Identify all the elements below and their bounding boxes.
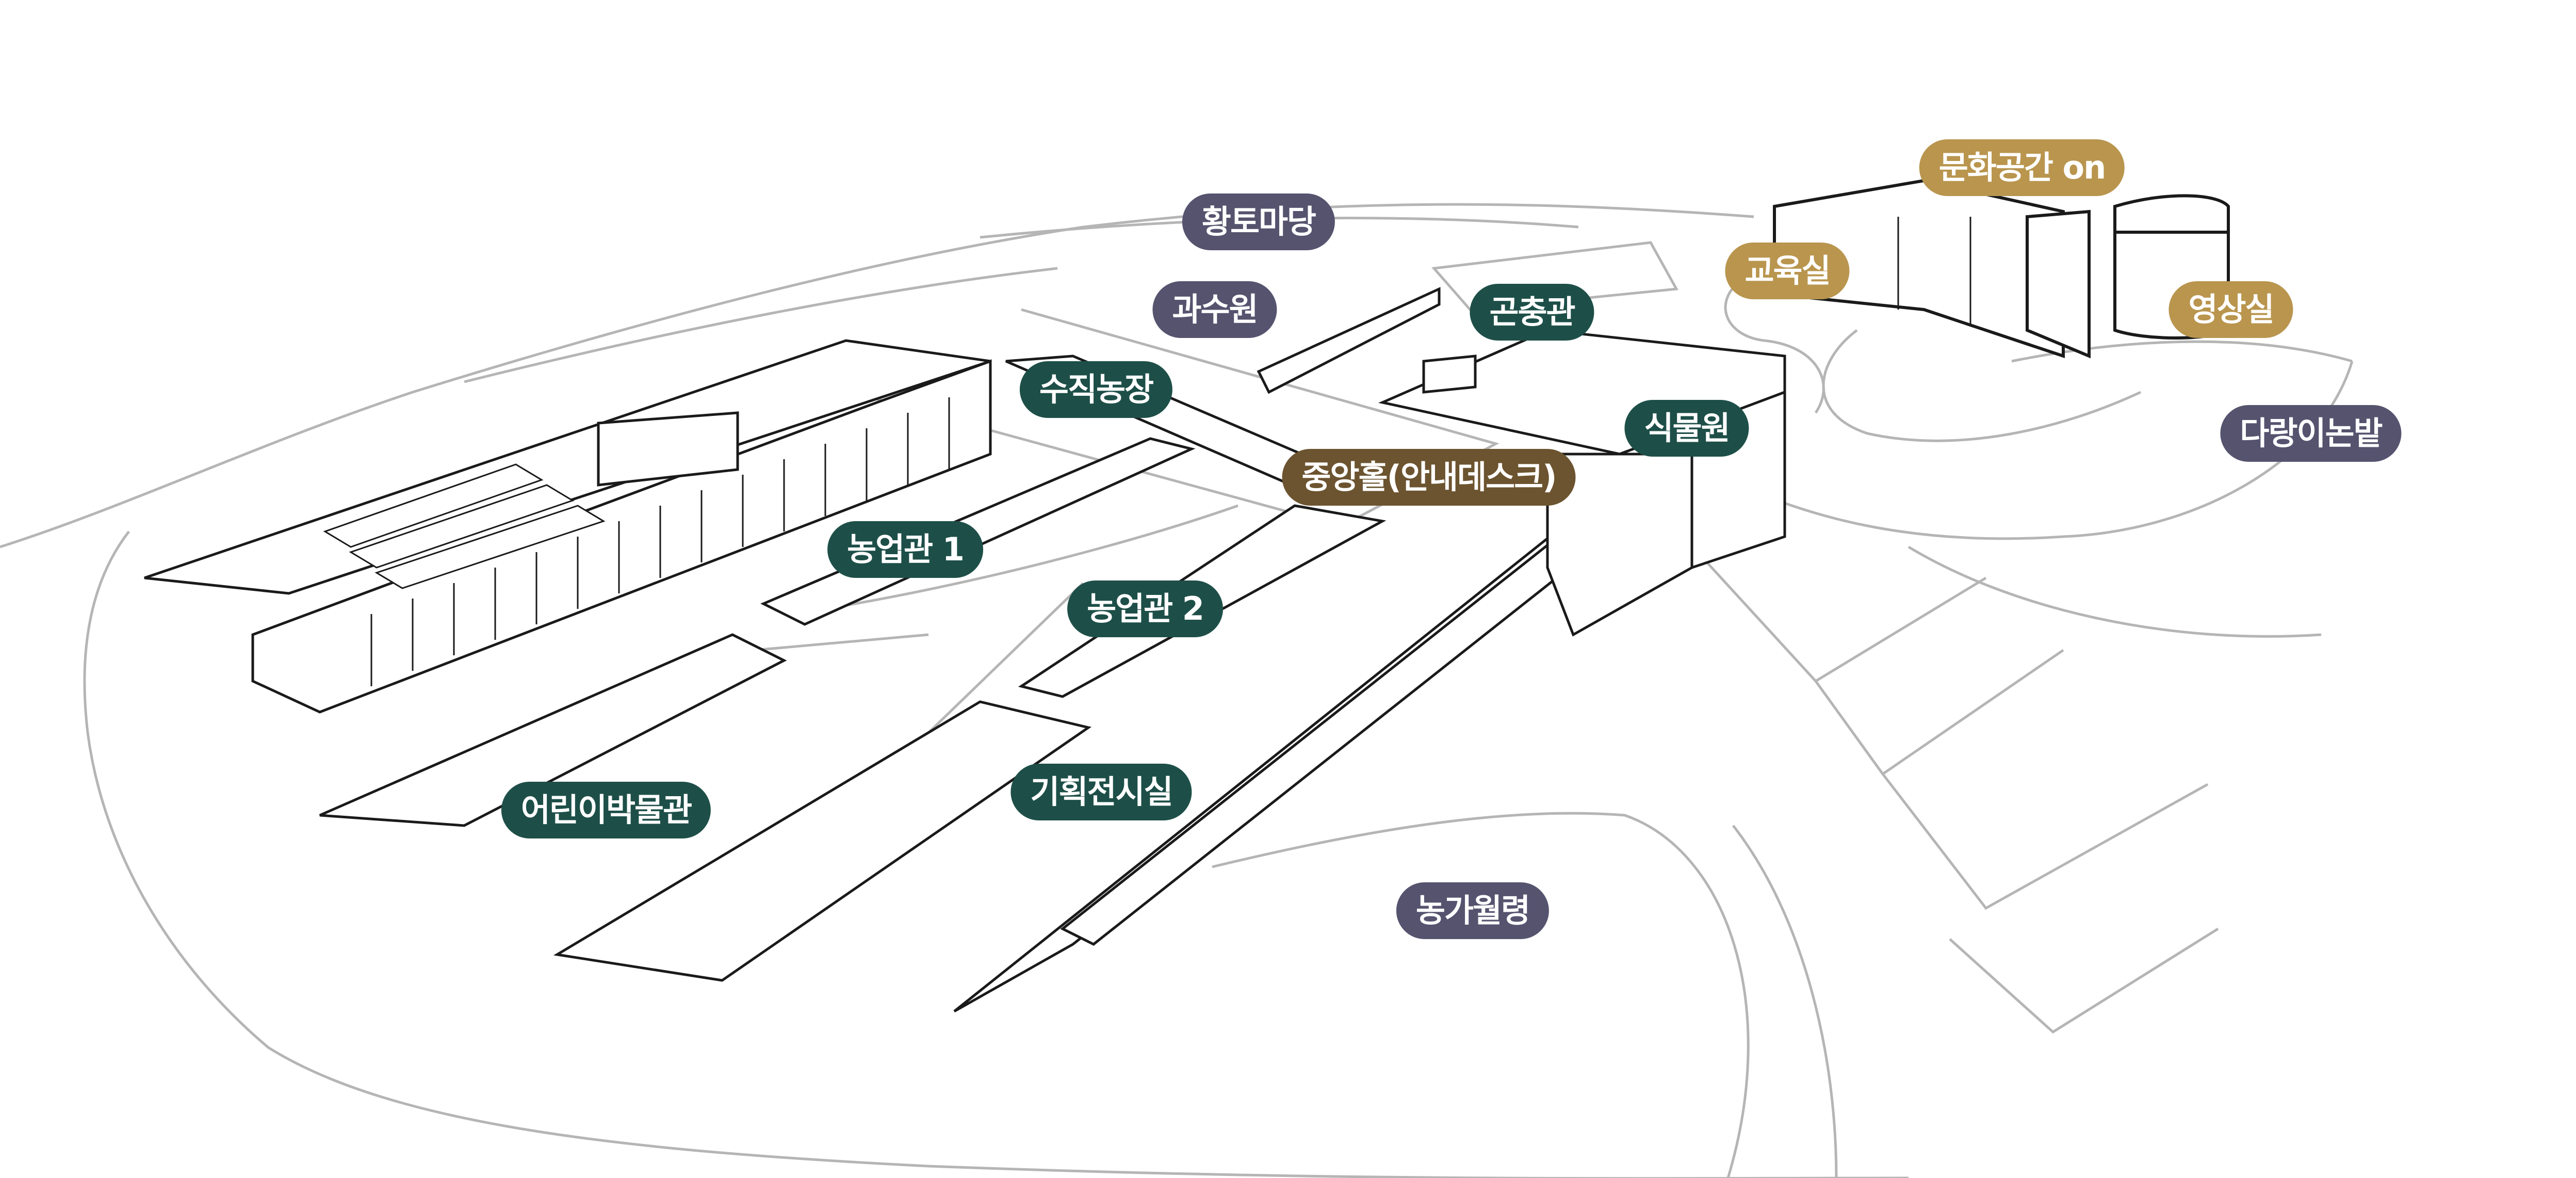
label-education-room[interactable]: 교육실	[1725, 243, 1850, 299]
label-agriculture-hall-1[interactable]: 농업관 1	[827, 521, 983, 578]
label-insect-hall[interactable]: 곤충관	[1470, 284, 1594, 341]
label-central-hall[interactable]: 중앙홀(안내데스크)	[1282, 449, 1576, 506]
west-hall-building	[144, 339, 992, 714]
label-agriculture-hall-2[interactable]: 농업관 2	[1067, 580, 1223, 637]
label-special-exhibition[interactable]: 기획전시실	[1010, 764, 1192, 820]
label-nongga-wollyeong[interactable]: 농가월령	[1396, 882, 1550, 939]
sunken-courtyards	[319, 287, 1441, 982]
label-childrens-museum[interactable]: 어린이박물관	[501, 782, 711, 838]
label-terraced-field[interactable]: 다랑이논밭	[2220, 405, 2402, 462]
label-orchard[interactable]: 과수원	[1152, 281, 1277, 338]
label-botanical-garden[interactable]: 식물원	[1624, 400, 1749, 457]
label-vertical-farm[interactable]: 수직농장	[1019, 361, 1173, 418]
label-culture-space-on[interactable]: 문화공간 on	[1919, 139, 2125, 196]
label-hwangto-madang[interactable]: 황토마당	[1182, 193, 1335, 250]
label-video-room[interactable]: 영상실	[2169, 281, 2293, 338]
